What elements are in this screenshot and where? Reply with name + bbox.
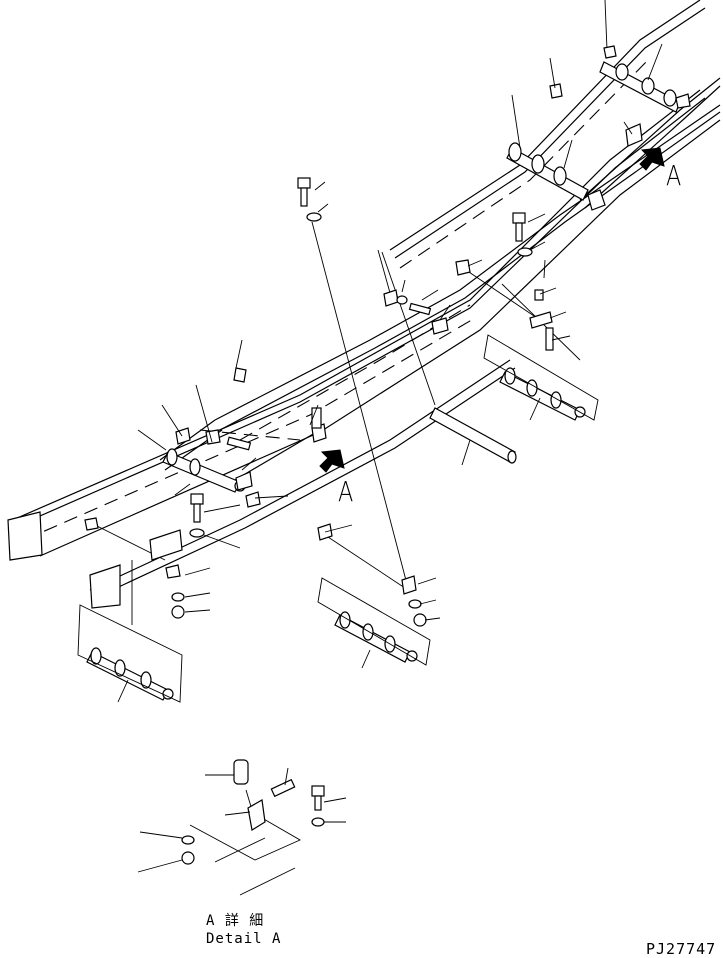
- right-frame-rail: [89, 104, 721, 609]
- bracket-right-upper: [455, 259, 554, 351]
- shade-panels: [77, 334, 599, 703]
- bracket-middle-rail: [233, 367, 327, 443]
- damper-upper-right: [599, 61, 681, 113]
- bolt-top-center: [297, 177, 322, 222]
- bracket-lower-middle: [317, 523, 427, 627]
- view-label-a-middle: A: [338, 475, 354, 508]
- rod-center: [429, 407, 517, 464]
- bolt-left-cluster: [175, 427, 261, 508]
- detail-a-view: [137, 759, 347, 896]
- bolt-center-cluster: [383, 289, 449, 335]
- damper-right-middle: [499, 367, 586, 421]
- upper-frame-rails: [389, 0, 721, 269]
- bolt-left-lower: [189, 493, 205, 538]
- bracket-left-lower: [84, 517, 185, 619]
- bolt-right-upper: [512, 212, 533, 257]
- view-direction-arrow-icon: [319, 449, 345, 473]
- damper-lower-left: [86, 647, 174, 701]
- long-rods: [94, 0, 608, 625]
- view-direction-arrow-icon: [639, 147, 665, 171]
- left-frame-rail: [7, 89, 721, 561]
- view-label-a-upper: A: [666, 159, 682, 192]
- leader-lines: [117, 43, 663, 703]
- drawing-code: PJ27747: [646, 940, 717, 958]
- detail-title-jp: A 詳 細: [206, 913, 265, 929]
- brackets-upper-rail: [549, 45, 691, 147]
- damper-upper-middle: [506, 142, 589, 201]
- detail-title-en: Detail A: [206, 931, 282, 947]
